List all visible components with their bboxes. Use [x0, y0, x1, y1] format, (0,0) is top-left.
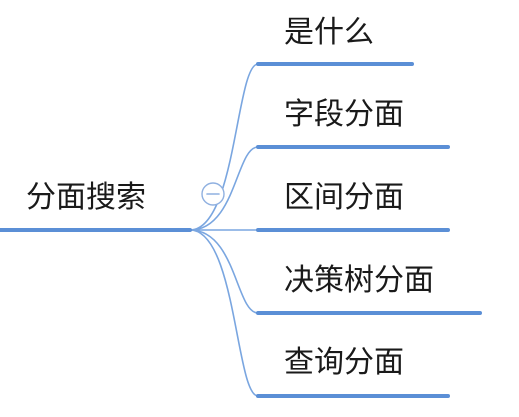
collapse-toggle-button[interactable] — [201, 182, 225, 206]
branch-topic-label[interactable]: 字段分面 — [284, 97, 404, 132]
connector-curve — [189, 63, 259, 231]
branch-topic-label[interactable]: 决策树分面 — [284, 263, 434, 298]
branch-topic-label[interactable]: 查询分面 — [284, 345, 404, 380]
connector-curve — [189, 229, 259, 397]
branch-connectors — [189, 63, 259, 397]
root-topic-label[interactable]: 分面搜索 — [26, 180, 146, 215]
branch-topic-label[interactable]: 区间分面 — [284, 180, 404, 215]
connector-curve — [189, 229, 259, 314]
branch-topic-label[interactable]: 是什么 — [284, 15, 374, 50]
connector-curve — [189, 146, 259, 231]
